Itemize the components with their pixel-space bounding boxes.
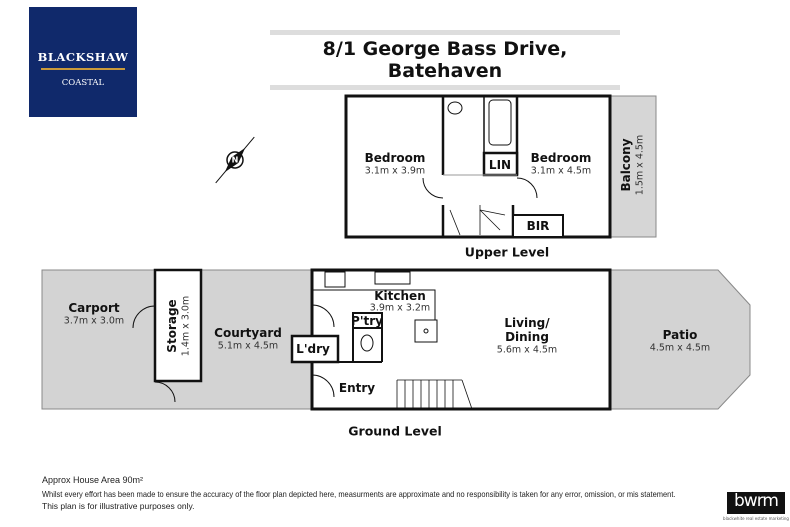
room-storage: Storage — [165, 299, 179, 353]
bwrm-logo: bwrm — [727, 492, 785, 514]
compass-icon — [215, 136, 255, 184]
room-bedroom-2-dims: 3.1m x 4.5m — [530, 165, 592, 177]
room-patio: Patio — [662, 328, 698, 342]
compass-north-label: N — [231, 155, 239, 165]
ground-level-label: Ground Level — [348, 423, 442, 439]
room-balcony-dims: 1.5m x 4.5m — [634, 134, 646, 196]
room-living: Living/ — [504, 316, 550, 330]
upper-level-plan — [344, 94, 657, 239]
room-carport: Carport — [68, 301, 120, 315]
room-patio-dims: 4.5m x 4.5m — [649, 342, 711, 354]
room-bir: BIR — [526, 219, 550, 233]
house-area: Approx House Area 90m² — [42, 475, 144, 485]
room-entry: Entry — [338, 381, 376, 395]
room-lin: LIN — [488, 158, 512, 172]
room-dining: Dining — [505, 330, 549, 344]
room-bedroom-2: Bedroom — [530, 151, 592, 165]
logo-sub: COASTAL — [61, 78, 105, 88]
room-pantry: P'try — [351, 314, 383, 328]
upper-level-label: Upper Level — [464, 244, 550, 260]
bwrm-logo-sub: blackwhite real estate marketing — [723, 516, 789, 521]
room-living-dims: 5.6m x 4.5m — [496, 344, 558, 356]
room-courtyard: Courtyard — [214, 326, 282, 340]
room-storage-dims: 1.4m x 3.0m — [180, 295, 192, 357]
room-bedroom-1: Bedroom — [364, 151, 426, 165]
blackshaw-logo: BLACKSHAW COASTAL — [29, 7, 137, 117]
room-balcony: Balcony — [619, 138, 633, 192]
page-title: 8/1 George Bass Drive, Batehaven — [270, 30, 620, 90]
ground-level-plan — [41, 268, 751, 411]
logo-underline — [41, 68, 125, 70]
room-bedroom-1-dims: 3.1m x 3.9m — [364, 165, 426, 177]
room-courtyard-dims: 5.1m x 4.5m — [217, 340, 279, 352]
disclaimer-line-1: Whilst every effort has been made to ens… — [42, 489, 676, 499]
room-kitchen: Kitchen — [374, 289, 426, 303]
room-carport-dims: 3.7m x 3.0m — [63, 315, 125, 327]
room-laundry: L'dry — [296, 342, 330, 356]
disclaimer-line-2: This plan is for illustrative purposes o… — [42, 501, 195, 511]
room-kitchen-dims: 3.9m x 3.2m — [369, 302, 431, 314]
logo-brand: BLACKSHAW — [37, 50, 129, 64]
